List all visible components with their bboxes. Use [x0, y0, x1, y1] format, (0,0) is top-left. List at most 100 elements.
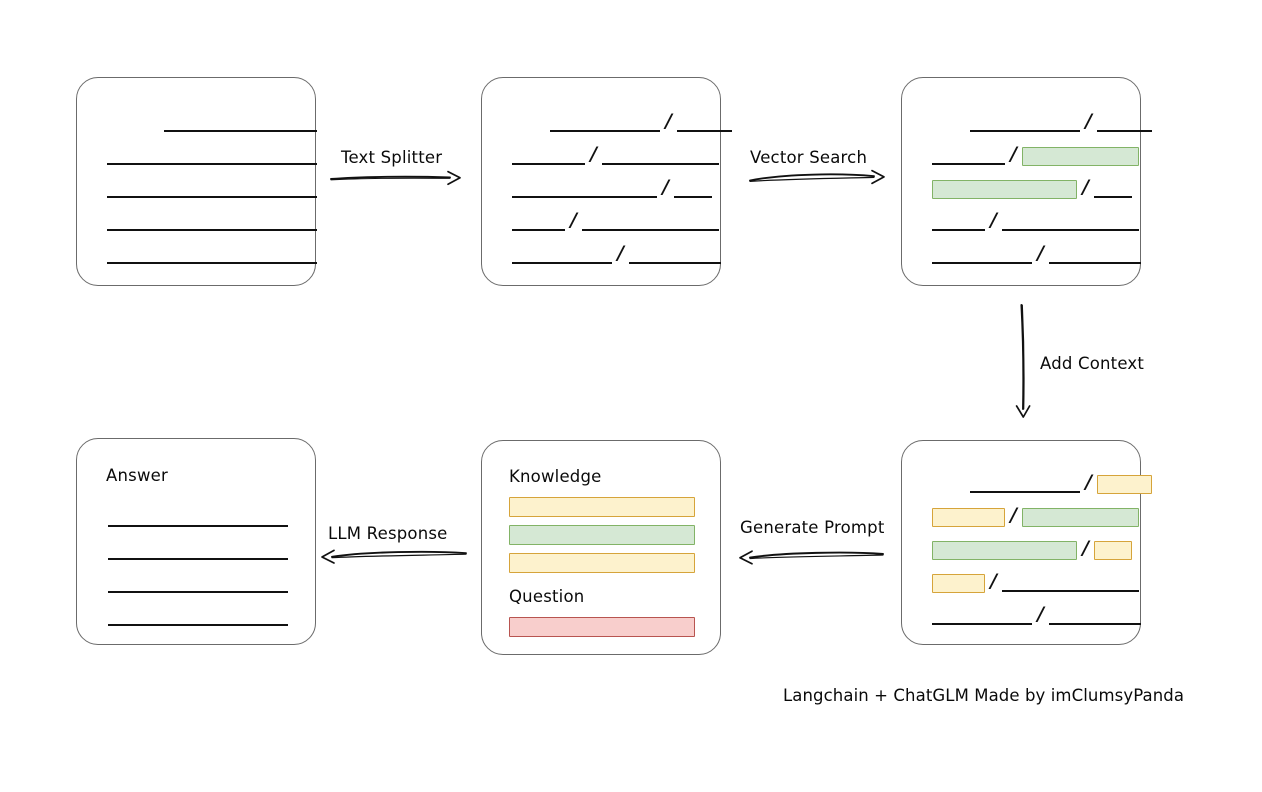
arrow-vector-search [748, 167, 888, 189]
text-line [932, 163, 1005, 165]
text-line [932, 623, 1032, 625]
text-line [932, 229, 985, 231]
prompt-knowledge-label: Knowledge [509, 467, 602, 486]
text-line [676, 130, 732, 132]
chunk-chip-yellow [1096, 474, 1152, 494]
text-line [108, 558, 288, 560]
text-line [932, 262, 1032, 264]
chunk-chip-green [932, 540, 1077, 560]
prompt-question-label: Question [509, 587, 585, 606]
prompt-bar-yellow [509, 553, 695, 573]
text-line [550, 130, 660, 132]
text-line [970, 130, 1080, 132]
text-line [673, 196, 712, 198]
text-line [164, 130, 317, 132]
doc-row: / [970, 470, 1152, 495]
slash-separator: / [1010, 142, 1017, 165]
doc-row: / [932, 241, 1141, 266]
doc-row: / [550, 111, 732, 134]
doc-row [164, 112, 317, 134]
slash-separator: / [1010, 503, 1017, 526]
slash-separator: / [1037, 241, 1044, 264]
box-context-chunks[interactable]: / / / / / [901, 440, 1152, 645]
arrow-add-context-label: Add Context [1040, 354, 1145, 373]
box-split-chunks[interactable]: / / / / / [481, 77, 732, 286]
slash-separator: / [1085, 470, 1092, 493]
slash-separator: / [662, 175, 669, 198]
doc-row: / [932, 503, 1139, 528]
slash-separator: / [570, 208, 577, 231]
prompt-bar-yellow [509, 497, 695, 517]
prompt-bar-red [509, 617, 695, 637]
slash-separator: / [1082, 175, 1089, 198]
text-line [581, 229, 719, 231]
doc-row: / [512, 241, 721, 266]
text-line [107, 196, 317, 198]
chunk-chip-green [1021, 507, 1139, 527]
doc-row: / [932, 142, 1139, 167]
doc-row [107, 244, 317, 266]
doc-row: / [932, 175, 1132, 200]
chunk-chip-green [1021, 146, 1139, 166]
doc-row [108, 540, 288, 562]
slash-separator: / [1085, 109, 1092, 132]
slash-separator: / [1037, 602, 1044, 625]
doc-row [107, 211, 317, 233]
chunk-chip-green [932, 179, 1077, 199]
arrow-llm-response [318, 544, 468, 566]
text-line [628, 262, 721, 264]
doc-row [108, 573, 288, 595]
chunk-chip-yellow [932, 573, 985, 593]
box-matched-chunks[interactable]: / / / / / [901, 77, 1152, 286]
doc-row: / [512, 175, 712, 200]
arrow-llm-response-label: LLM Response [328, 524, 448, 543]
box-answer[interactable]: Answer [76, 438, 316, 645]
chunk-chip-yellow [1093, 540, 1132, 560]
box-prompt[interactable]: Knowledge Question [481, 440, 721, 655]
text-line [601, 163, 719, 165]
arrow-text-splitter [330, 168, 465, 188]
text-line [512, 163, 585, 165]
doc-row [107, 145, 317, 167]
doc-row: / [932, 569, 1139, 594]
text-line [1096, 130, 1152, 132]
chunk-chip-yellow [932, 507, 1005, 527]
arrow-text-splitter-label: Text Splitter [341, 148, 443, 167]
text-line [1001, 590, 1139, 592]
box-source-document[interactable] [76, 77, 317, 286]
arrow-add-context [1012, 303, 1036, 420]
slash-separator: / [990, 208, 997, 231]
text-line [107, 262, 317, 264]
doc-row [107, 178, 317, 200]
doc-row: / [932, 208, 1139, 233]
text-line [108, 624, 288, 626]
text-line [1001, 229, 1139, 231]
doc-row: / [512, 208, 719, 233]
doc-row [108, 507, 288, 529]
doc-row: / [970, 109, 1152, 134]
arrow-generate-prompt [737, 545, 885, 567]
text-line [108, 591, 288, 593]
text-line [1048, 262, 1141, 264]
text-line [1048, 623, 1141, 625]
slash-separator: / [1082, 536, 1089, 559]
text-line [970, 491, 1080, 493]
doc-row: / [512, 142, 719, 167]
text-line [107, 163, 317, 165]
text-line [512, 229, 565, 231]
text-line [1093, 196, 1132, 198]
footer-credit: Langchain + ChatGLM Made by imClumsyPand… [783, 686, 1185, 705]
doc-row [108, 606, 288, 628]
slash-separator: / [990, 569, 997, 592]
text-line [108, 525, 288, 527]
slash-separator: / [590, 142, 597, 165]
arrow-generate-prompt-label: Generate Prompt [740, 518, 885, 537]
text-line [107, 229, 317, 231]
arrow-vector-search-label: Vector Search [750, 148, 868, 167]
doc-row: / [932, 602, 1141, 627]
doc-row: / [932, 536, 1132, 561]
slash-separator: / [617, 241, 624, 264]
text-line [512, 262, 612, 264]
prompt-bar-green [509, 525, 695, 545]
